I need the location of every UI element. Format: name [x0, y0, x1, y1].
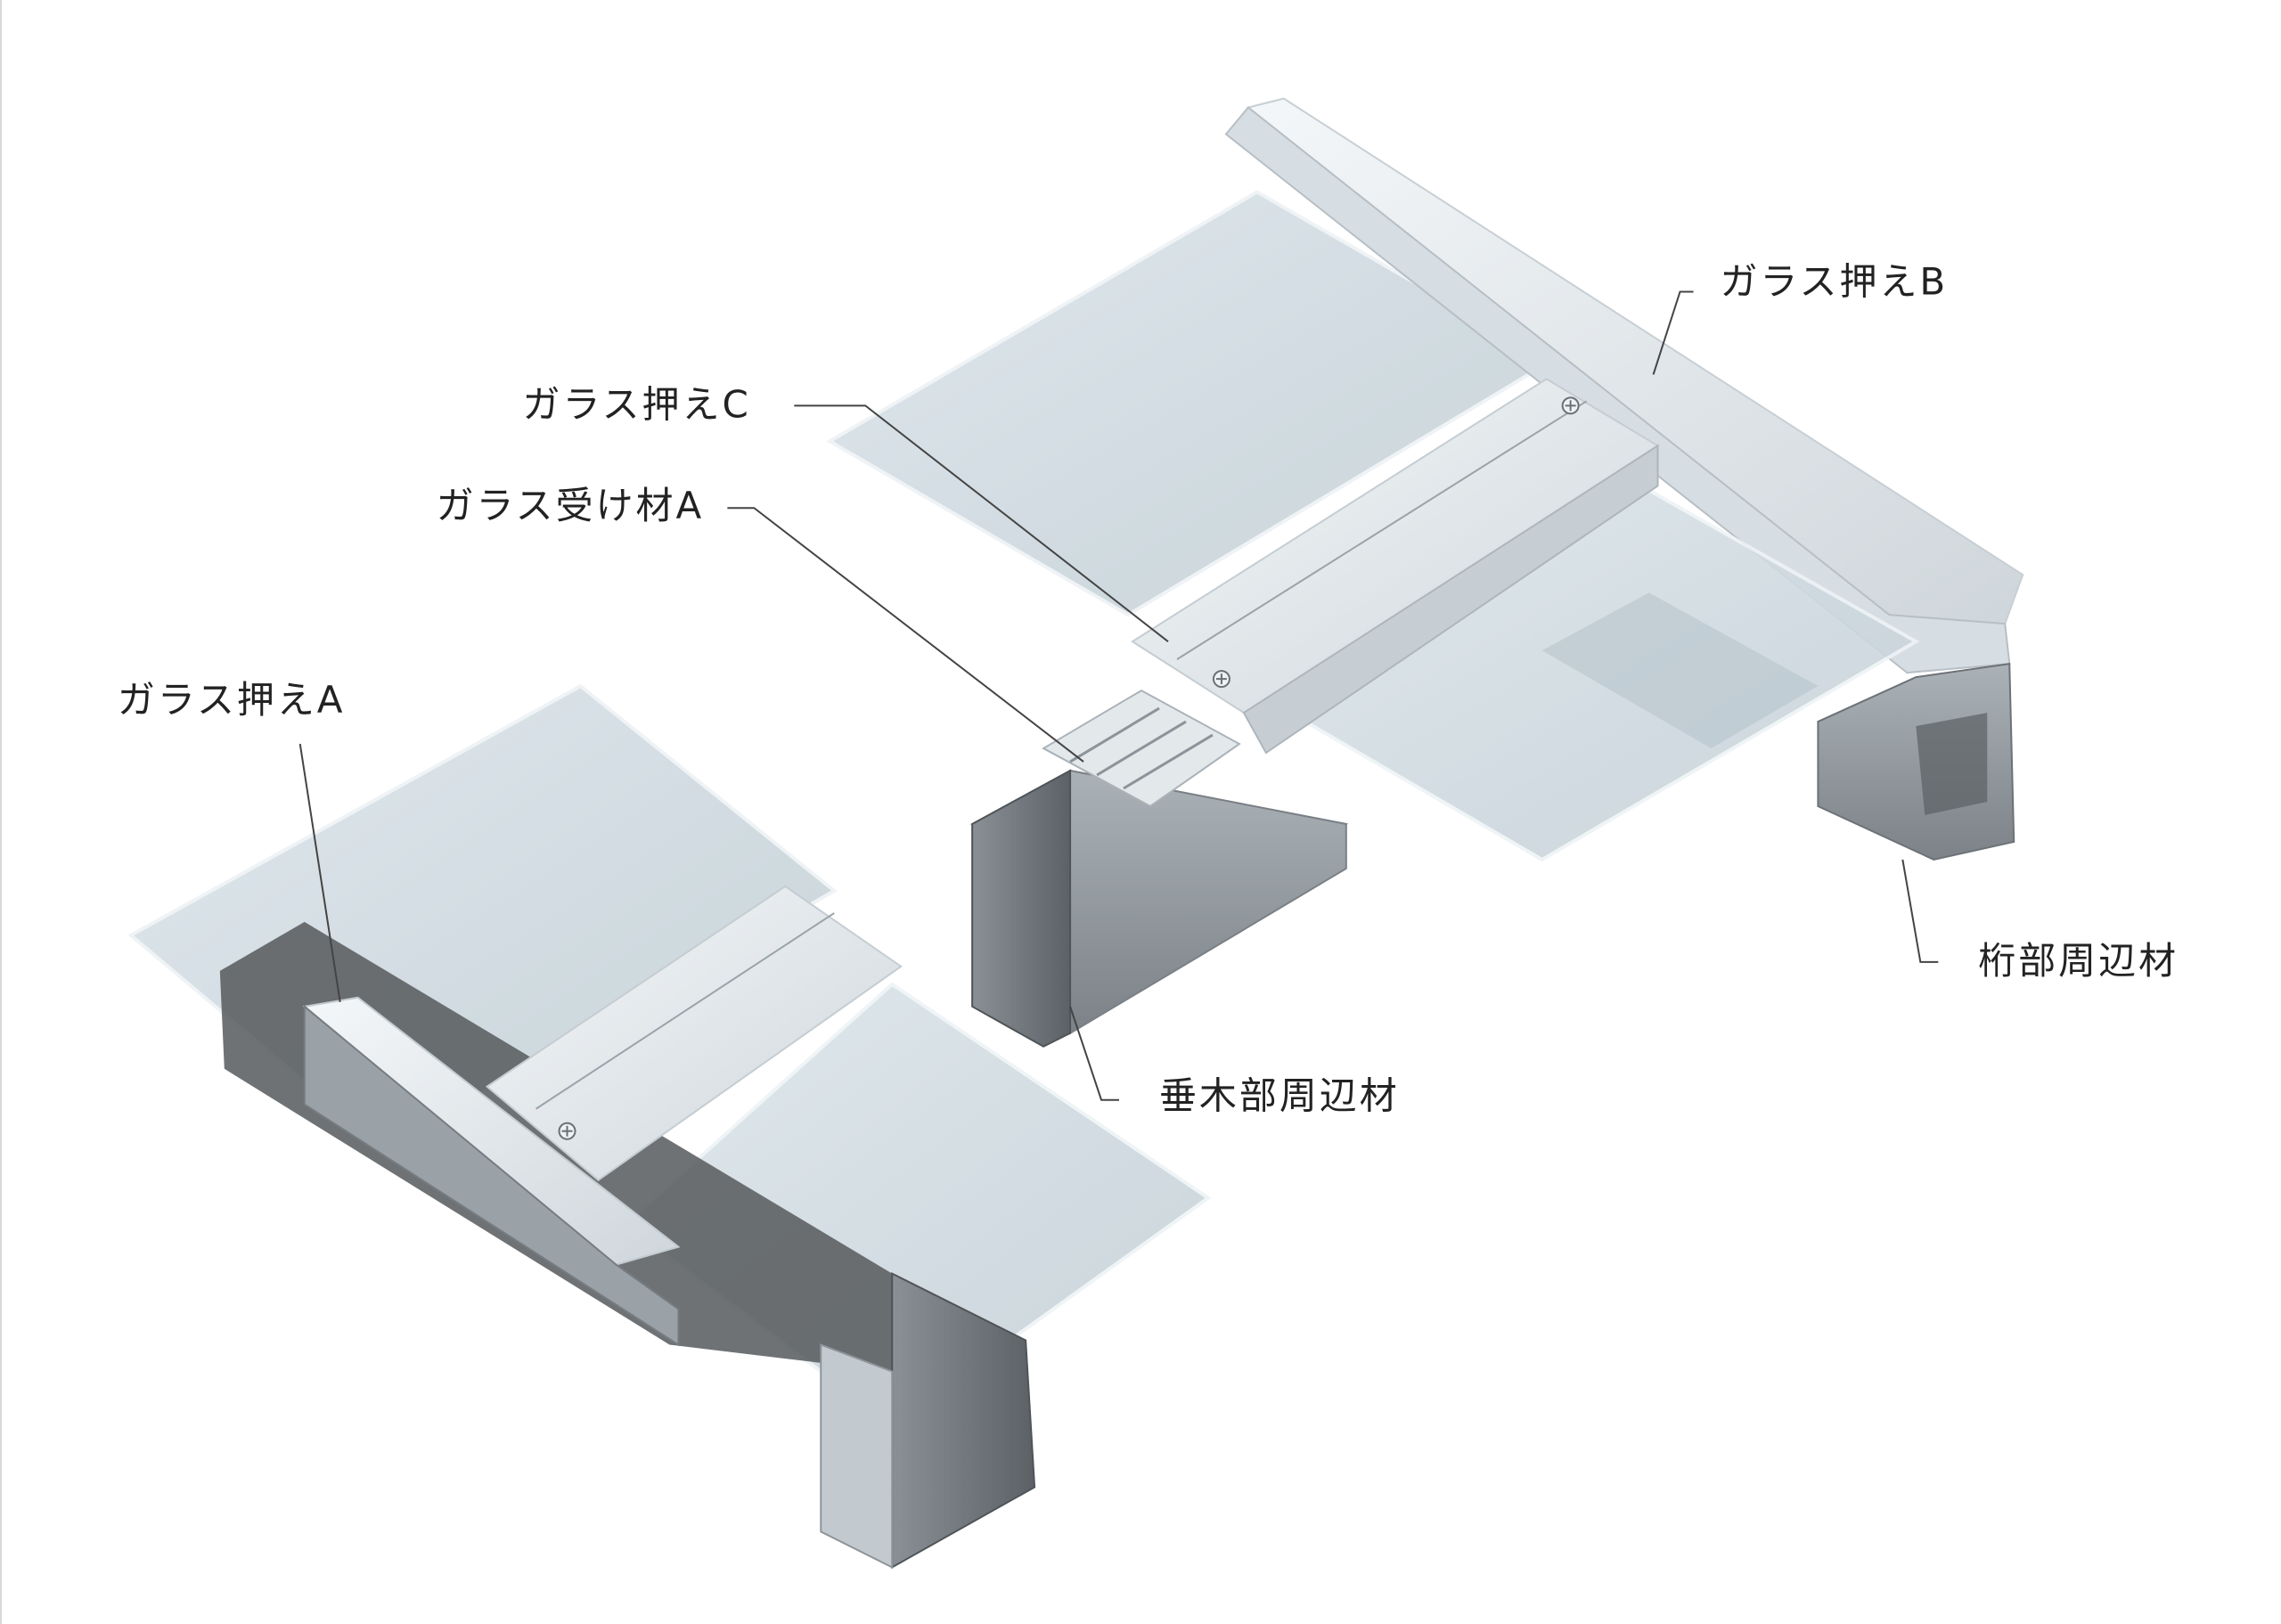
right-assembly [826, 97, 2024, 1048]
leader-glass-stop-c [794, 404, 1169, 642]
glass-stop-a-side [303, 1004, 680, 1347]
left-cross-bar-top [485, 885, 903, 1181]
screw-icon [1212, 670, 1230, 689]
screw-icon [558, 1122, 576, 1140]
left-end-profile-face [820, 1343, 894, 1569]
screw-icon [1561, 396, 1580, 415]
beam-perimeter-body [1817, 662, 2015, 861]
leader-glass-support-a [727, 507, 1084, 763]
leader-glass-stop-b [1652, 290, 1694, 375]
glass-recess-shadow [1541, 592, 1819, 749]
beam-perimeter-slot [1916, 713, 1988, 815]
glass-stop-b-face [1224, 106, 2011, 674]
label-glass-stop-b: ガラス押えB [1720, 259, 1948, 303]
mullion-perimeter-end [971, 769, 1072, 1048]
label-glass-stop-c: ガラス押えC [523, 382, 751, 426]
glass-support-a-rib-3 [1123, 733, 1214, 790]
leader-lines [298, 290, 1939, 1101]
left-cross-bar-groove [535, 912, 835, 1110]
glass-stop-c-side [1242, 444, 1659, 755]
label-glass-stop-a: ガラス押えA [118, 678, 346, 722]
glass-support-a-rib-2 [1096, 720, 1187, 777]
glass-stop-c-groove [1176, 400, 1588, 660]
label-beam-perimeter: 桁部周辺材 [1978, 939, 2179, 983]
leader-mullion-perimeter [1069, 1006, 1120, 1101]
mullion-perimeter-side [1069, 769, 1347, 1035]
glass-support-a-rib-1 [1069, 706, 1160, 763]
left-end-profile [891, 1271, 1036, 1570]
label-mullion-perimeter: 垂木部周辺材 [1159, 1074, 1400, 1118]
leader-beam-perimeter [1901, 859, 1939, 963]
left-assembly [127, 683, 1212, 1570]
leader-glass-stop-a [298, 743, 341, 1002]
label-glass-support-a: ガラス受け材A [437, 484, 705, 527]
